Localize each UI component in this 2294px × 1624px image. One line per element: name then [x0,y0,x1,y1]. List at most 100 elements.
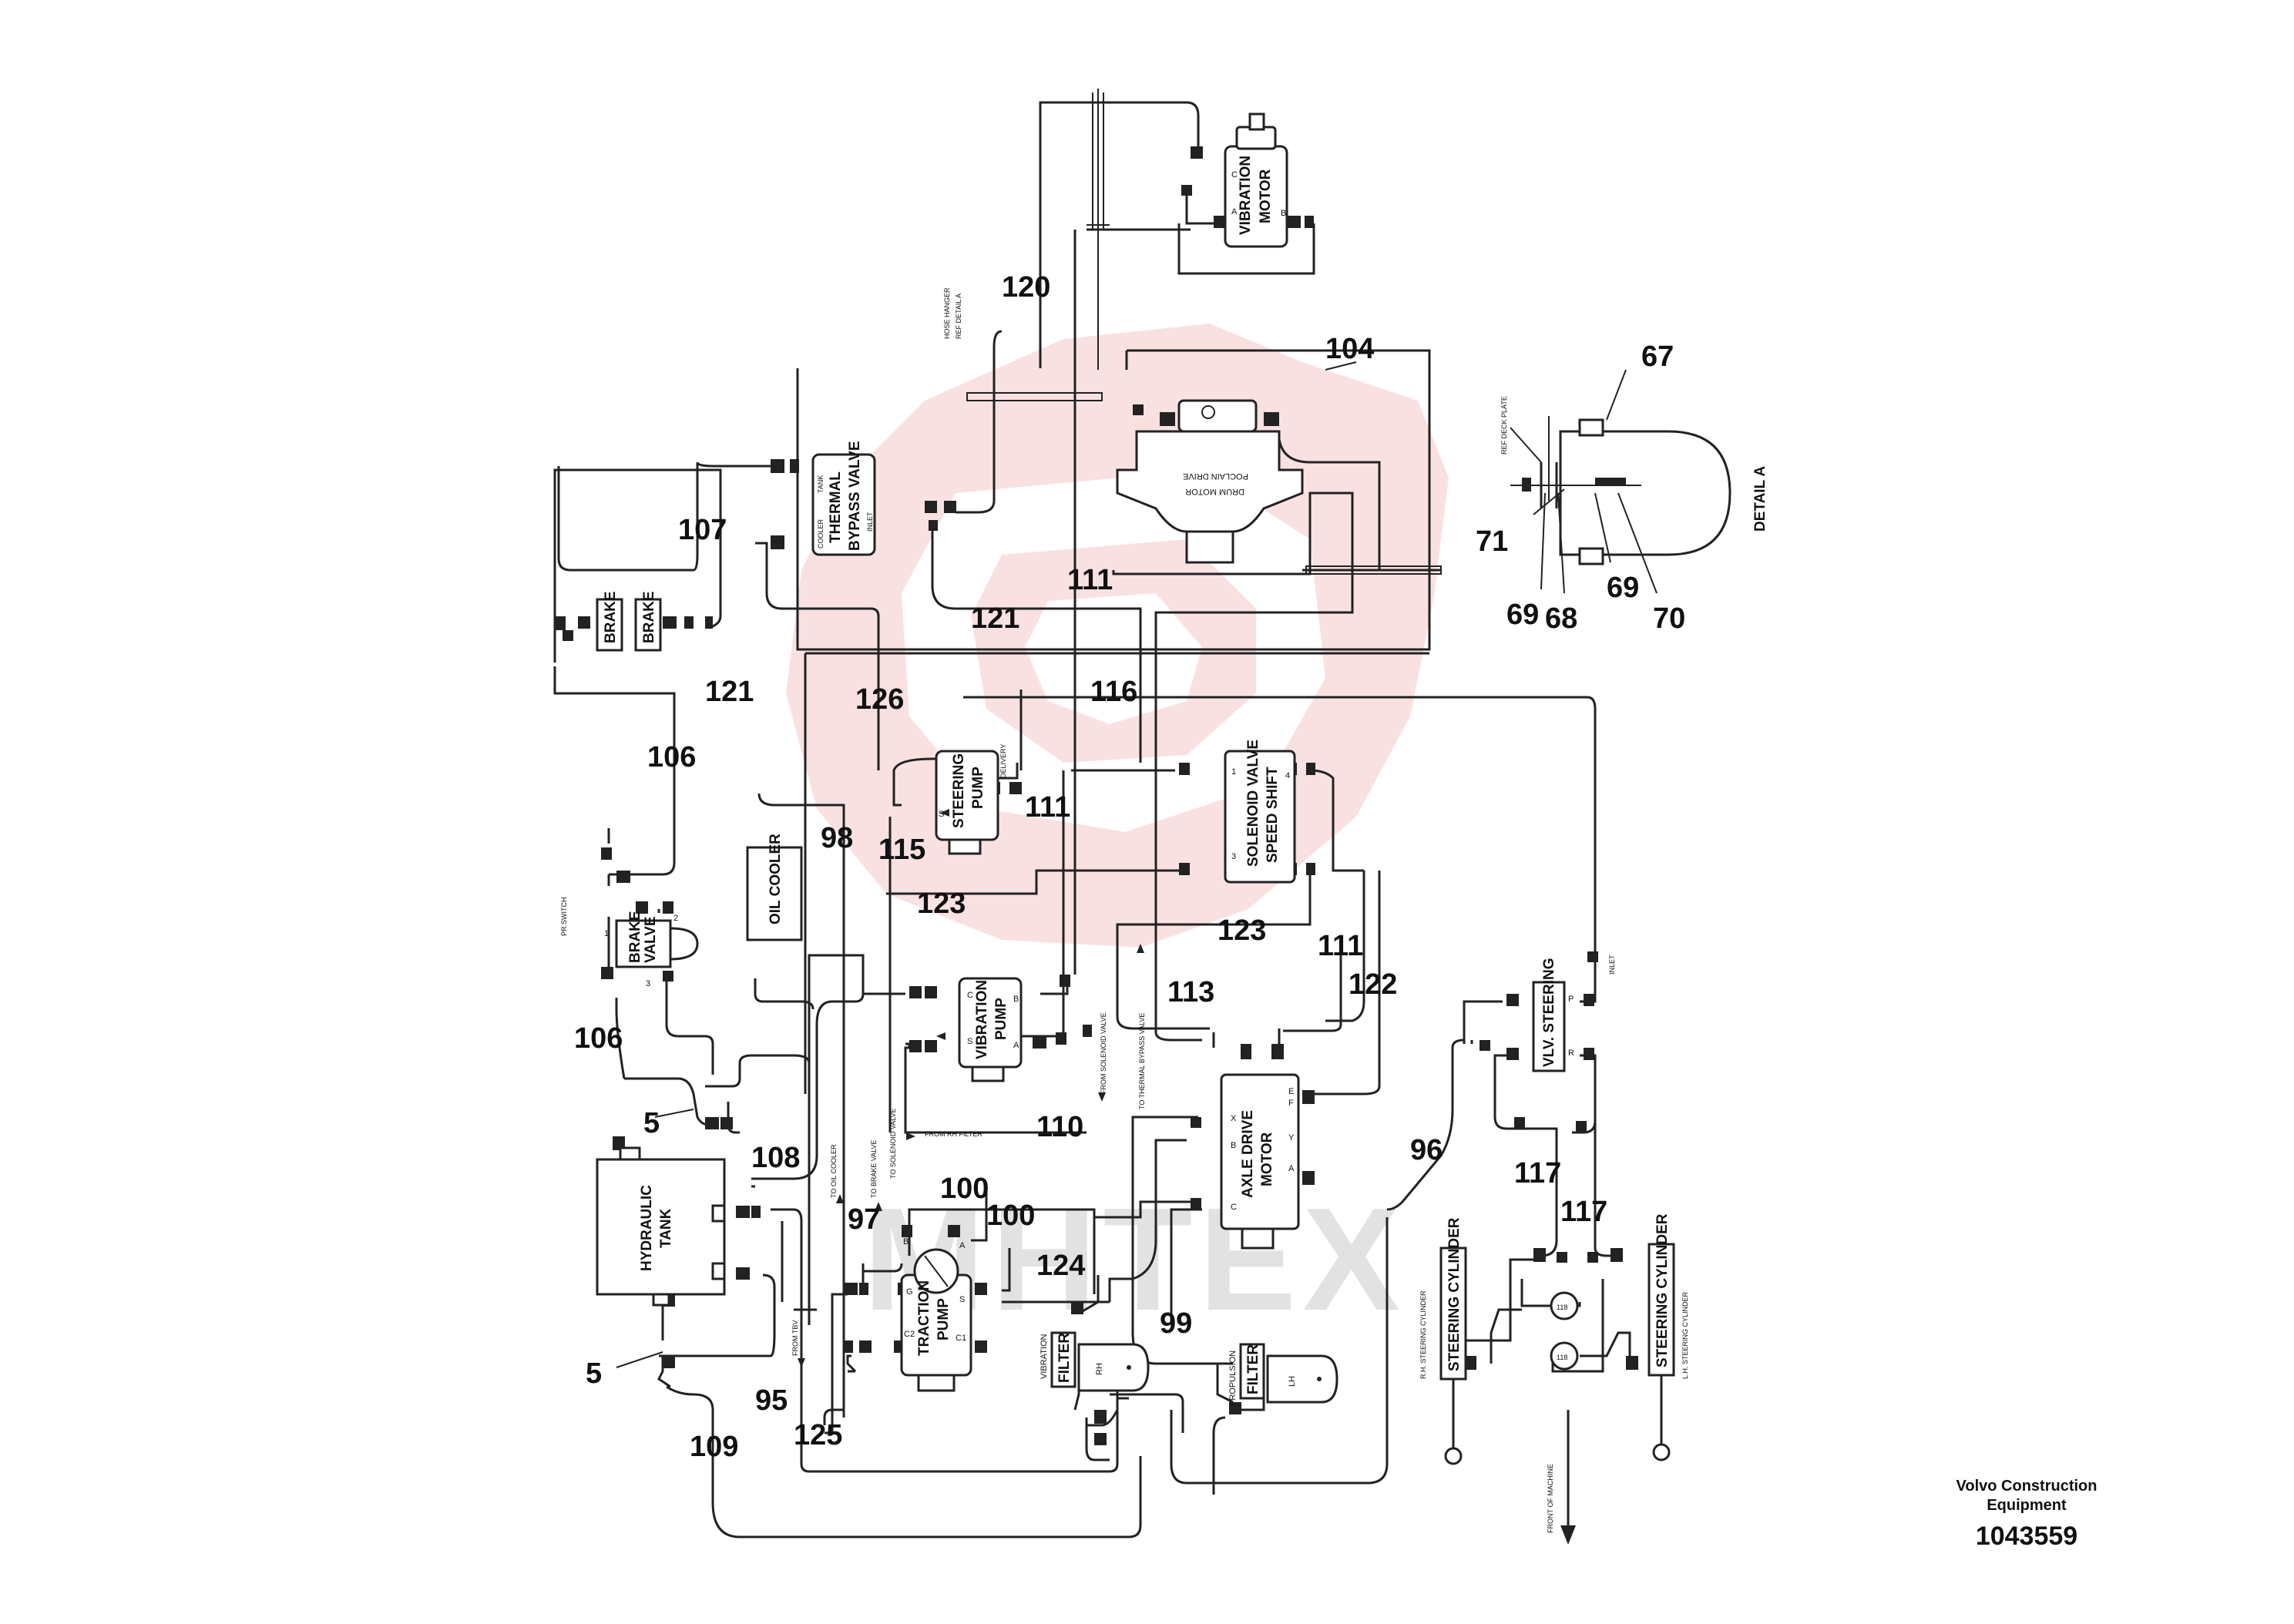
thermal-bypass-valve: THERMAL BYPASS VALVE COOLER TANK INLET [811,441,876,556]
steering-pump-label-1: STEERING [951,753,967,828]
callout-124: 124 [1036,1250,1085,1282]
steering-pump-label-2: PUMP [970,767,986,809]
brake-left: BRAKE [596,591,623,652]
traction-pump-label-2: PUMP [935,1298,952,1340]
port-label: 3 [646,979,650,988]
callout-122: 122 [1349,968,1397,1001]
axle-motor-label-2: MOTOR [1259,1132,1275,1186]
callout-123: 123 [917,887,966,920]
tbv-tank-label: TANK [817,475,825,493]
vibration-motor: VIBRATION MOTOR C A B [1224,112,1288,248]
detail-a: REF DECK PLATE DETAIL A [1500,396,1768,565]
axle-motor-label-1: AXLE DRIVE [1240,1110,1256,1198]
callout-106: 106 [647,741,696,773]
callout-5: 5 [586,1357,602,1390]
vlv-steering: VLV. STEERING P R INLET [1532,955,1616,1072]
callout-109: 109 [690,1431,738,1463]
callout-106: 106 [574,1022,623,1055]
hose-hanger-label-1: HOSE HANGER [943,287,951,339]
callout-95: 95 [755,1384,788,1417]
drum-motor: POCLAIN DRIVE DRUM MOTOR [1116,399,1304,564]
callout-115: 115 [878,834,925,866]
company-name-line1: Volvo Construction [1956,1478,2098,1495]
port-label: Y [1288,1133,1295,1143]
vibration-filter-label: FILTER [1056,1333,1073,1383]
port-label: G [906,1287,913,1297]
hydraulic-tank: HYDRAULIC TANK [596,1146,726,1307]
front-of-machine-label: FRONT OF MACHINE [1547,1464,1554,1533]
lh-filter-label: LH [1288,1376,1297,1387]
from-solenoid-valve-label: FROM SOLENOID VALVE [1100,1012,1107,1094]
callout-104: 104 [1325,333,1374,365]
to-brake-valve-label: TO BRAKE VALVE [870,1139,878,1198]
delivery-label: DELIVERY [999,744,1007,778]
propulsion-filter-prefix: PROPULSION [1228,1351,1238,1406]
callout-126: 126 [855,683,904,716]
vlv-steering-label: VLV. STEERING [1541,958,1557,1067]
port-label: S [939,810,944,819]
callout-99: 99 [1160,1307,1192,1340]
port-label: 3 [1231,852,1236,861]
detail-a-label: DETAIL A [1752,466,1768,532]
callout-70: 70 [1653,602,1685,635]
port-label: 4 [1285,771,1290,780]
brake-valve: BRAKE VALVE 1 2 3 PR.SWITCH [560,898,699,988]
from-tbv-label: FROM TBV [791,1320,799,1356]
orifice-118-bottom: 118 [1550,1341,1579,1371]
callout-117: 117 [1514,1157,1561,1189]
port-label: C1 [956,1334,966,1343]
rh-filter-label: RH [1095,1363,1104,1375]
port-label: C [1231,1203,1237,1212]
port-label: E [1288,1087,1294,1096]
callout-107: 107 [678,514,727,546]
propulsion-filter: FILTER PROPULSION [1228,1343,1265,1406]
callout-100: 100 [986,1200,1035,1232]
callout-98: 98 [821,822,853,854]
footer-block: Volvo Construction Equipment 1043559 [1956,1478,2098,1551]
lh-steering-cylinder-caption: L.H. STEERING CYLINDER [1681,1291,1689,1379]
port-label: A [959,1241,966,1250]
propulsion-filter-label: FILTER [1245,1344,1261,1394]
callout-71: 71 [1476,525,1508,558]
oil-cooler: OIL COOLER [746,834,803,941]
callout-96: 96 [1410,1134,1443,1166]
brake-right: BRAKE [634,591,662,652]
orifice-label: 118 [1557,1354,1567,1361]
traction-pump-label-1: TRACTION [916,1280,932,1356]
callout-108: 108 [751,1142,800,1174]
lh-cylinder-label: STEERING CYLINDER [1654,1213,1671,1367]
orifice-118-top: 118 [1550,1291,1579,1320]
callout-97: 97 [848,1203,880,1236]
callout-100: 100 [940,1173,989,1205]
vibration-motor-label-1: VIBRATION [1238,156,1254,235]
tank-label-2: TANK [658,1208,674,1248]
drum-motor-label-1: POCLAIN DRIVE [1183,471,1248,481]
inlet-label: INLET [1608,955,1616,975]
port-label: A [1013,1041,1019,1050]
brake-valve-label-2: VALVE [643,916,659,963]
port-label: C2 [904,1330,915,1339]
callouts: 120 104 67 107 71 69 68 69 70 121 111 12… [574,271,1685,1463]
vibration-motor-label-2: MOTOR [1258,169,1274,223]
from-rh-filter-label: FROM RH FILTER [925,1130,982,1138]
fittings [555,146,1638,1445]
port-label: S [967,1037,972,1046]
solenoid-valve-label-2: SPEED SHIFT [1265,767,1281,863]
tbv-cooler-label: COOLER [817,518,825,549]
callout-69: 69 [1506,599,1539,631]
callout-67: 67 [1641,341,1674,373]
part-number: 1043559 [1976,1522,2077,1551]
port-label: B [1013,995,1019,1004]
vibration-pump-label-1: VIBRATION [974,980,990,1059]
traction-pump: TRACTION PUMP B A G C2 C1 S [900,1237,972,1392]
vibration-filter-prefix: VIBRATION [1040,1334,1049,1379]
leader-lines [616,361,1658,1368]
rh-filter: RH [1077,1343,1150,1392]
lh-filter: LH [1266,1354,1338,1404]
to-oil-cooler-label: TO OIL COOLER [830,1144,838,1198]
callout-68: 68 [1545,602,1577,635]
tank-label-1: HYDRAULIC [639,1185,655,1271]
orifice-label: 118 [1557,1304,1567,1311]
callout-69: 69 [1607,572,1639,604]
